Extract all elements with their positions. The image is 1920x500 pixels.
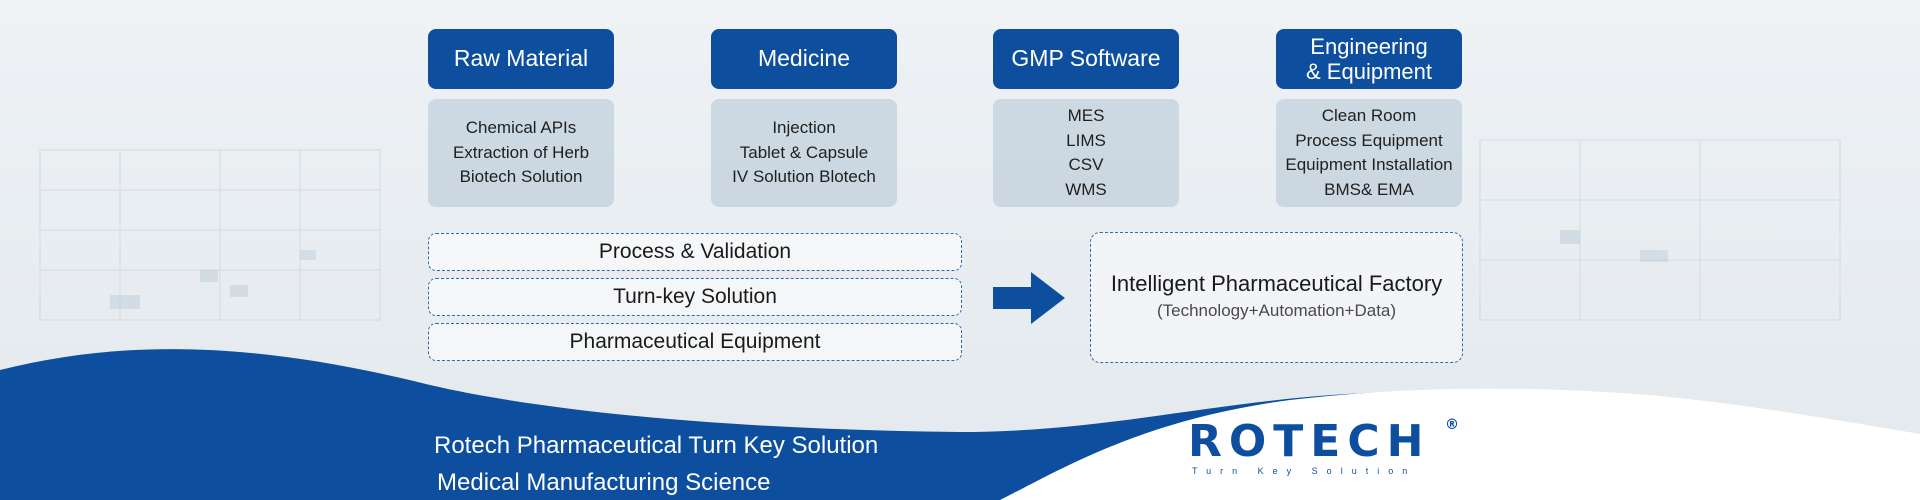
category-title: GMP Software bbox=[1011, 45, 1161, 72]
category-item: Chemical APIs bbox=[465, 118, 577, 138]
category-items-raw-material: Chemical APIs Extraction of Herb Biotech… bbox=[428, 99, 614, 207]
category-item: Injection bbox=[772, 118, 836, 138]
footer-slogan-line: Medical Manufacturing Science bbox=[437, 469, 771, 496]
registered-mark: ® bbox=[1445, 417, 1459, 433]
category-title-line: & Equipment bbox=[1306, 59, 1432, 84]
category-header-medicine: Medicine bbox=[711, 29, 897, 89]
result-subtitle: (Technology+Automation+Data) bbox=[1156, 300, 1397, 320]
category-item: Process Equipment bbox=[1295, 130, 1443, 150]
category-item: Extraction of Herb bbox=[452, 142, 590, 162]
category-items-engineering: Clean Room Process Equipment Equipment I… bbox=[1276, 99, 1462, 207]
category-items-gmp-software: MES LIMS CSV WMS bbox=[993, 99, 1179, 207]
result-box: Intelligent Pharmaceutical Factory (Tech… bbox=[1090, 232, 1463, 363]
category-item: Equipment Installation bbox=[1285, 155, 1453, 174]
result-title: Intelligent Pharmaceutical Factory bbox=[1110, 270, 1443, 296]
service-pharmaceutical-equipment: Pharmaceutical Equipment bbox=[428, 323, 962, 361]
category-title-line: Engineering bbox=[1310, 33, 1428, 59]
service-label: Turn-key Solution bbox=[613, 285, 777, 308]
service-label: Pharmaceutical Equipment bbox=[569, 330, 821, 353]
category-header-engineering: Engineering & Equipment bbox=[1276, 29, 1462, 89]
logo-wordmark: ROTECH bbox=[1188, 416, 1431, 467]
service-label: Process & Validation bbox=[598, 240, 792, 263]
footer-slogan-line: Rotech Pharmaceutical Turn Key Solution bbox=[434, 432, 879, 459]
right-arrow-icon bbox=[993, 272, 1065, 324]
logo-tagline: Turn Key Solution bbox=[1192, 466, 1417, 476]
category-item: Biotech Solution bbox=[459, 167, 583, 187]
category-item: Clean Room bbox=[1321, 106, 1417, 125]
category-item: WMS bbox=[1065, 179, 1107, 199]
service-turn-key-solution: Turn-key Solution bbox=[428, 278, 962, 316]
category-header-gmp-software: GMP Software bbox=[993, 29, 1179, 89]
category-item: BMS& EMA bbox=[1324, 179, 1414, 199]
category-title: Medicine bbox=[757, 45, 851, 72]
category-item: CSV bbox=[1068, 155, 1104, 174]
category-header-raw-material: Raw Material bbox=[428, 29, 614, 89]
service-process-validation: Process & Validation bbox=[428, 233, 962, 271]
category-items-medicine: Injection Tablet & Capsule IV Solution B… bbox=[711, 99, 897, 207]
rotech-logo: ROTECH ® Turn Key Solution bbox=[1188, 416, 1459, 476]
category-item: IV Solution Blotech bbox=[732, 167, 876, 187]
category-item: Tablet & Capsule bbox=[739, 142, 869, 162]
category-item: MES bbox=[1067, 106, 1105, 125]
category-item: LIMS bbox=[1066, 130, 1106, 150]
category-title: Raw Material bbox=[453, 45, 589, 72]
